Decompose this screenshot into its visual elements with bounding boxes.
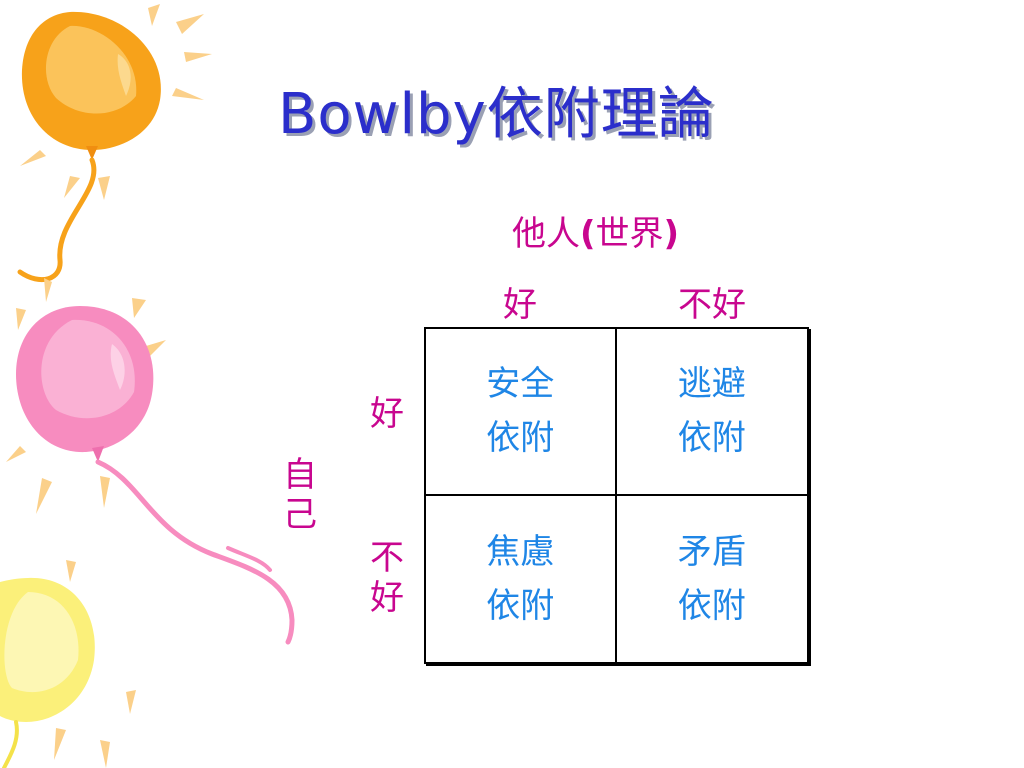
cell-line2: 依附 (486, 418, 555, 459)
other-world-label: 世界 (595, 214, 664, 254)
matrix-cell-ambivalent: 矛盾 依附 (617, 496, 808, 663)
matrix-cell-secure: 安全 依附 (426, 329, 617, 496)
pink-balloon-highlight (41, 319, 135, 419)
cell-line2: 依附 (677, 585, 746, 626)
balloon-decoration (0, 4, 295, 768)
orange-balloon-shine (117, 54, 131, 96)
self-axis-label: 自己 (283, 455, 317, 535)
cell-line2: 依附 (486, 585, 555, 626)
pink-balloon-string-tail (226, 546, 272, 572)
pink-balloon-string (95, 459, 295, 645)
other-paren-open: ( (580, 214, 596, 254)
yellow-balloon-highlight (4, 592, 79, 693)
pink-balloon-knot (92, 446, 104, 462)
row-header-good: 好 (370, 394, 404, 434)
cell-line1: 矛盾 (677, 531, 746, 572)
column-header-bad: 不好 (678, 285, 746, 325)
pink-balloon-shine (110, 344, 125, 390)
cell-line1: 焦慮 (486, 531, 555, 572)
orange-rays (20, 4, 212, 200)
other-paren-close: ) (663, 214, 680, 254)
column-header-good: 好 (503, 285, 537, 325)
other-axis-label: 他人(世界) (512, 212, 679, 256)
row-header-bad: 不好 (370, 538, 404, 618)
orange-balloon-highlight (45, 25, 137, 114)
pink-rays (6, 278, 166, 514)
orange-balloon-knot (86, 146, 98, 160)
orange-balloon-string (17, 157, 97, 283)
slide-title: Bowlby依附理論 (278, 82, 715, 147)
cell-line1: 逃避 (677, 364, 746, 405)
yellow-balloon-string (2, 720, 19, 768)
cell-line1: 安全 (486, 364, 555, 405)
matrix-cell-anxious: 焦慮 依附 (426, 495, 617, 662)
attachment-matrix: 安全 依附 逃避 依附 焦慮 依附 矛盾 依附 (424, 327, 809, 664)
yellow-rays (54, 560, 136, 768)
cell-line2: 依附 (677, 418, 746, 459)
other-label: 他人 (512, 214, 580, 254)
matrix-cell-avoidant: 逃避 依附 (616, 329, 807, 496)
